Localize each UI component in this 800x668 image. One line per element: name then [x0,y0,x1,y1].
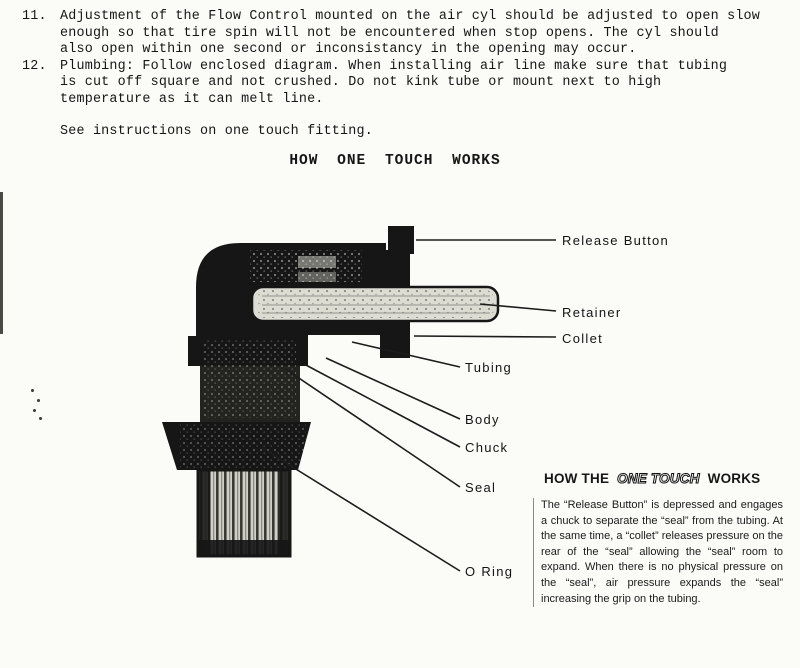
instructions-note: See instructions on one touch fitting. [60,123,373,139]
leader-line-body [325,357,461,420]
upper-body-shape [200,366,300,422]
explanation-heading-suffix: WORKS [707,471,761,486]
instruction-item-12: 12. Plumbing: Follow enclosed diagram. W… [22,59,788,109]
explanation-body: The “Release Button” is depressed and en… [533,498,783,608]
tubing-shape [250,285,500,323]
texture-nut [180,424,306,468]
end-cap-shape [380,250,410,358]
stem-right-edge [278,470,290,556]
scan-speck [39,417,42,420]
stem-left-edge [198,470,210,556]
internal-chuck-shape [298,272,336,282]
instructions-list: 11. Adjustment of the Flow Control mount… [22,9,788,140]
collar-shape [188,336,308,366]
item-text: Plumbing: Follow enclosed diagram. When … [60,58,728,107]
label-seal: Seal [465,480,497,495]
leader-lines [261,239,557,572]
item-number: 11. [22,9,47,24]
scan-edge-artifact [0,192,3,334]
label-chuck: Chuck [465,440,509,455]
explanation-heading-prefix: HOW THE [544,471,610,486]
leader-line-retainer [479,303,557,312]
explanation-heading-brand: ONE TOUCH [617,471,700,487]
threaded-stem-shape [196,468,292,558]
internal-collet-shape [298,256,336,268]
leader-line-tubing [351,341,461,368]
hex-nut-shape [162,422,311,470]
scan-speck [37,399,40,402]
release-button-shape [388,226,414,254]
leader-line-chuck [303,363,461,448]
leader-line-collet [413,335,557,338]
label-collet: Collet [562,331,604,346]
elbow-body-shape [196,243,386,335]
label-body: Body [465,412,500,427]
label-tubing: Tubing [465,360,513,375]
texture-arm [250,250,362,282]
leader-line-o-ring [261,447,461,572]
scan-speck [31,389,34,392]
explanation-heading: HOW THE ONE TOUCH WORKS [544,471,794,487]
instruction-item-11: 11. Adjustment of the Flow Control mount… [22,9,788,59]
leader-line-seal [283,367,461,488]
label-o-ring: O Ring [465,564,514,579]
item-text: Adjustment of the Flow Control mounted o… [60,9,761,58]
elbow-vertical-shape [196,300,308,366]
scan-speck [33,409,36,412]
stem-bottom-band [198,540,290,556]
texture-body [204,340,296,418]
label-retainer: Retainer [562,305,622,320]
label-release-button: Release Button [562,233,670,248]
item-number: 12. [22,58,47,74]
diagram-title: HOW ONE TOUCH WORKS [289,153,501,169]
